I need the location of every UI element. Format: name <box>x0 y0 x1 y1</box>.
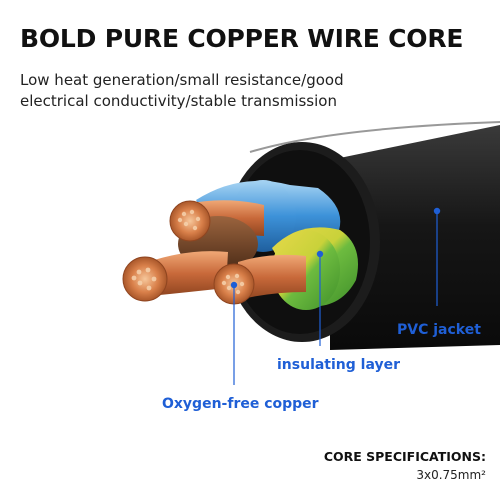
green-yellow-insulated-core <box>238 227 358 310</box>
subheadline-line-1: Low heat generation/small resistance/goo… <box>20 71 344 89</box>
core-specifications-title: CORE SPECIFICATIONS: <box>323 449 486 464</box>
subheadline: Low heat generation/small resistance/goo… <box>20 70 344 112</box>
callout-leaders <box>230 207 441 385</box>
core-specifications-value: 3x0.75mm² <box>416 468 486 482</box>
copper-conductor-ends <box>122 200 255 305</box>
pvc-jacket-label: PVC jacket <box>397 322 481 338</box>
insulating-layer-label: insulating layer <box>277 357 401 373</box>
oxygen-free-copper-label: Oxygen-free copper <box>162 396 319 412</box>
subheadline-line-2: electrical conductivity/stable transmiss… <box>20 92 337 110</box>
headline: BOLD PURE COPPER WIRE CORE <box>20 24 464 53</box>
